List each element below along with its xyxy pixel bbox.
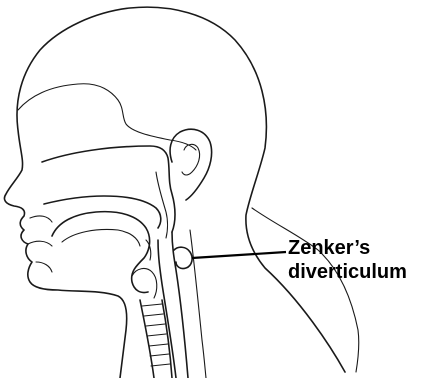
tongue-inner <box>62 230 140 247</box>
pharynx-anterior-wall <box>158 240 176 378</box>
ear-inner <box>182 144 200 175</box>
nasal-cavity <box>42 146 175 232</box>
neck-back-outline <box>252 208 359 372</box>
cervical-spine <box>190 230 206 378</box>
larynx <box>132 269 157 298</box>
label-line-2: diverticulum <box>288 261 407 283</box>
zenkers-diverticulum-label: Zenker’s diverticulum <box>288 236 407 284</box>
zenkers-diverticulum-pouch <box>174 247 192 268</box>
tongue <box>52 212 150 293</box>
hairline <box>18 84 196 150</box>
label-leader-line <box>192 252 286 258</box>
label-line-1: Zenker’s <box>288 237 370 259</box>
pharynx-posterior-wall <box>172 232 188 378</box>
head-outline <box>4 7 345 378</box>
ear <box>170 129 212 200</box>
